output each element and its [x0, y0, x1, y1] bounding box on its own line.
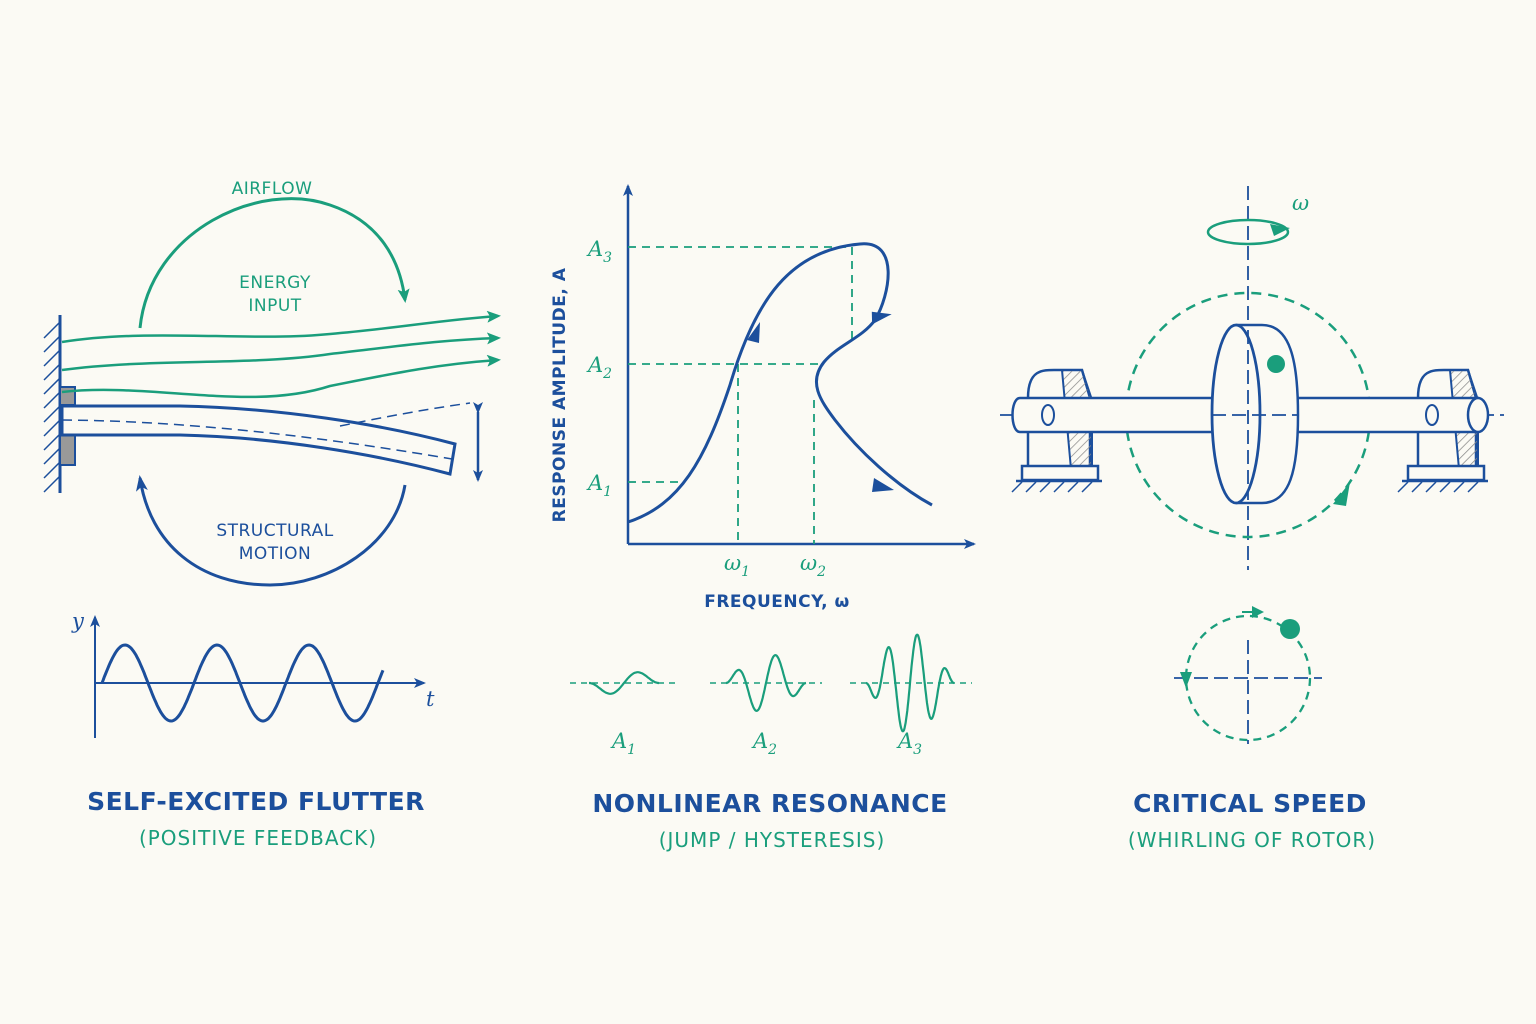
airflow-lines — [61, 310, 501, 399]
orbit-diagram — [1174, 606, 1322, 744]
curve-arrow-jump — [872, 478, 894, 492]
wave-label-a1: A1 — [610, 729, 636, 758]
wave-label-a2: A2 — [751, 729, 777, 758]
whirl-arrow — [1333, 482, 1350, 506]
tick-a3: A3 — [586, 237, 612, 266]
critical-speed-panel: ω — [1000, 186, 1504, 852]
critical-title: CRITICAL SPEED — [1133, 789, 1367, 818]
tick-omega1: ω1 — [724, 551, 750, 580]
frequency-axis-label: FREQUENCY, ω — [704, 592, 850, 612]
wave-a2 — [725, 653, 807, 713]
t-axis-label: t — [426, 687, 435, 711]
sine-wave — [100, 643, 385, 723]
flutter-subtitle: (POSITIVE FEEDBACK) — [139, 826, 377, 850]
orbit-mass — [1280, 619, 1300, 639]
energy-input-arrow — [138, 197, 410, 329]
wave-a3 — [865, 633, 955, 733]
wave-a1 — [589, 671, 659, 695]
wave-label-a3: A3 — [896, 729, 922, 758]
flutter-panel: AIRFLOW ENERGY INPUT STRUCTURAL MOTION y… — [43, 179, 501, 850]
flutter-time-plot: y t — [71, 609, 435, 738]
omega-label: ω — [1292, 191, 1309, 215]
amplitude-axis-label: RESPONSE AMPLITUDE, A — [550, 267, 570, 522]
curve-arrow-up — [747, 322, 760, 343]
wave-samples: A1 A2 A3 — [570, 633, 972, 758]
rotor-shaft — [1011, 396, 1490, 434]
resonance-title: NONLINEAR RESONANCE — [592, 789, 947, 818]
critical-subtitle: (WHIRLING OF ROTOR) — [1128, 828, 1376, 852]
y-axis-label: y — [71, 609, 85, 633]
rotor-disc — [1210, 323, 1300, 505]
cantilever-beam — [60, 402, 471, 476]
airflow-label: AIRFLOW — [232, 179, 313, 199]
tick-omega2: ω2 — [800, 551, 826, 580]
structural-motion-label-1: STRUCTURAL — [216, 521, 333, 541]
resonance-panel: RESPONSE AMPLITUDE, A A3 A2 A1 ω1 ω2 FRE… — [550, 184, 976, 852]
guide-lines — [628, 246, 853, 544]
flutter-title: SELF-EXCITED FLUTTER — [87, 787, 425, 816]
energy-input-label-2: INPUT — [248, 296, 301, 316]
structural-motion-label-2: MOTION — [239, 544, 312, 564]
rotation-arrow — [1206, 218, 1290, 246]
resonance-subtitle: (JUMP / HYSTERESIS) — [659, 828, 886, 852]
structural-motion-arrow — [135, 475, 407, 587]
response-curve — [627, 242, 933, 524]
energy-input-label-1: ENERGY — [239, 273, 311, 293]
curve-arrow-down — [871, 311, 892, 325]
tick-a2: A2 — [586, 353, 612, 382]
unbalance-mass — [1267, 355, 1285, 373]
tick-a1: A1 — [586, 471, 612, 500]
